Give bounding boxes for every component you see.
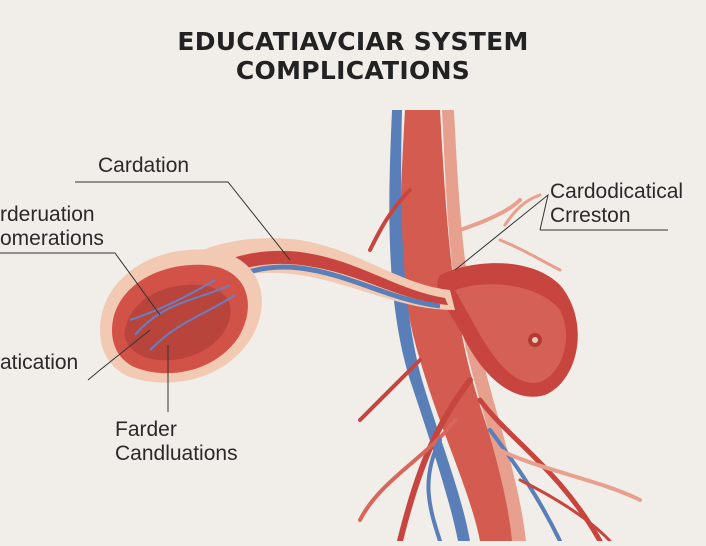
page-title-line1: EDUCATIAVCIAR SYSTEM [177,27,529,56]
label-crreston: Crreston [550,204,631,227]
leader-lines [0,181,668,412]
label-cardation: Cardation [98,154,190,177]
organ-capsule [100,249,262,383]
heart-bulb [437,263,578,397]
upper-branches [368,188,562,272]
vessel-trunk [389,110,526,541]
label-cardodicatical: Cardodicatical [550,180,684,203]
label-candluations: Candluations [115,442,238,465]
label-farder: Farder [115,418,177,441]
vessel-branches [358,358,642,544]
page-title-line2: COMPLICATIONS [235,56,471,85]
label-rderuation: rderuation [0,203,95,226]
label-atication: atication [0,351,79,374]
label-omerations: omerations [0,227,104,250]
